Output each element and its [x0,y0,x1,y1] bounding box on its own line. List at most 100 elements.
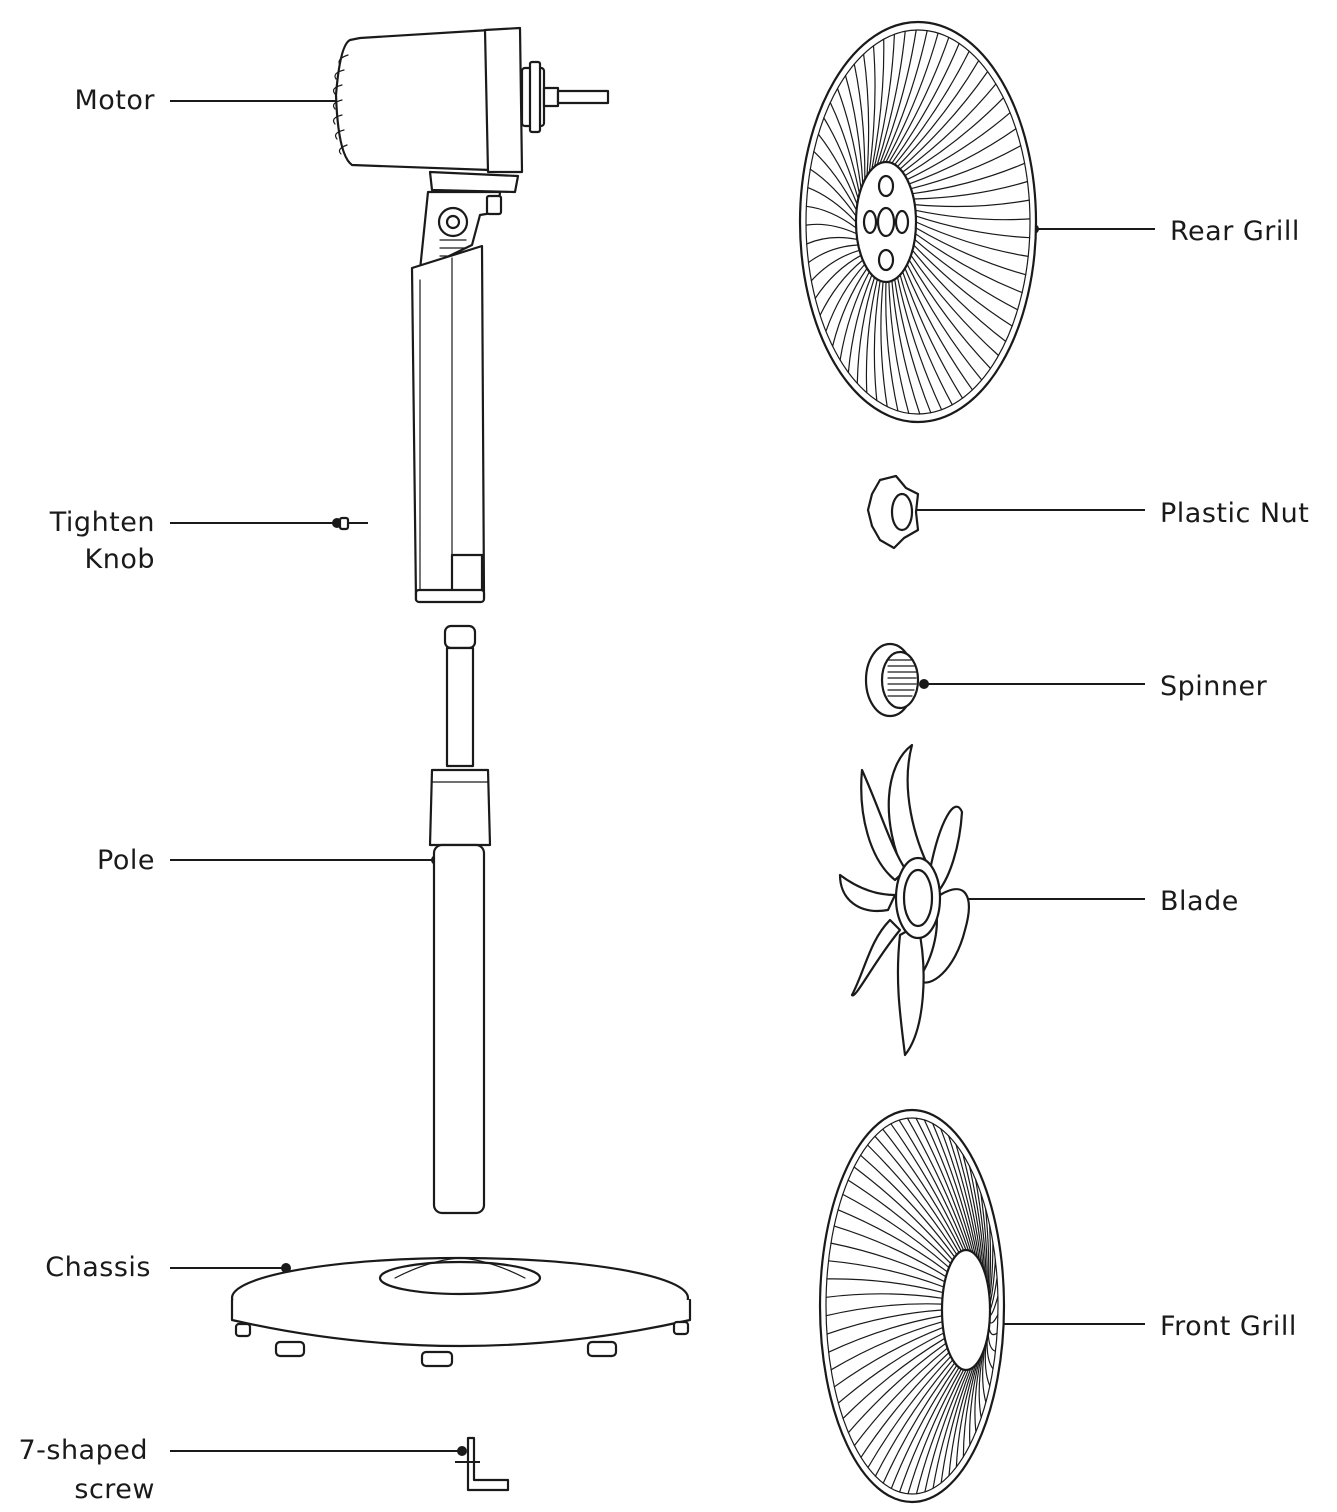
label-motor: Motor [74,85,373,116]
label-blade: Blade [947,886,1238,917]
grill-spoke [910,254,1000,357]
grill-spoke [807,187,857,223]
grill-spoke [915,1369,965,1495]
grill-spoke [865,278,878,394]
grill-spoke [899,1366,960,1493]
grill-spoke [829,102,861,195]
label-7-shaped-screw: 7-shaped screw [18,1435,467,1505]
grill-spoke [906,1117,969,1251]
grill-spoke [915,215,1031,239]
grill-spoke [969,1359,980,1446]
grill-spoke [985,1208,990,1288]
grill-spoke [814,254,862,299]
grill-spoke [871,38,885,170]
grill-spoke [896,60,980,168]
blade-drawing [838,743,970,1057]
chassis-label: Chassis [45,1252,151,1283]
screw-drawing [455,1436,510,1492]
grill-spoke [813,150,858,211]
grill-spoke [863,53,870,177]
grill-spoke [955,1143,982,1265]
grill-spoke [913,244,1013,327]
grill-spoke [876,30,906,166]
grill-spoke [847,274,873,373]
grill-spoke [915,227,1027,276]
label-plastic-nut: Plastic Nut [907,498,1309,529]
label-tighten-knob: Tighten Knob [49,507,342,575]
spinner-label: Spinner [1160,671,1268,702]
grill-spoke [853,63,866,181]
grill-spoke [825,1303,943,1317]
grill-spoke [904,267,973,391]
motor-drawing [332,26,610,272]
grill-spoke [906,112,1011,181]
front-grill-label: Front Grill [1160,1311,1297,1342]
grill-spoke [826,1278,944,1294]
grill-spoke [902,271,964,399]
rear-grill-label: Rear Grill [1170,216,1300,247]
spinner-drawing [864,642,920,718]
grill-spoke [913,180,1029,200]
grill-spoke [932,1122,976,1256]
grill-spoke [819,259,864,316]
grill-spoke [823,117,859,200]
grill-spoke [817,133,858,206]
grill-spoke [826,1309,943,1335]
chassis-leader-dot [281,1263,291,1273]
front-grill-drawing [818,1108,1006,1504]
plastic-nut-label: Plastic Nut [1160,498,1309,529]
grill-spoke [844,75,864,185]
grill-spoke [837,1332,945,1404]
grill-spoke [899,274,953,406]
grill-spoke [888,36,950,163]
grill-spoke [827,1260,945,1288]
grill-spoke [885,281,899,412]
grill-spoke [847,1342,947,1434]
grill-spoke [832,267,868,347]
grill-spoke [898,1119,967,1251]
grill-spoke [856,276,876,384]
grill-spoke [896,276,943,411]
grill-spoke [842,1337,946,1419]
grill-spoke [825,1293,944,1299]
grill-spoke [907,1368,962,1495]
grill-spoke [839,271,870,361]
motor-label: Motor [74,85,155,116]
grill-spoke [880,281,888,408]
screw-label-line2: screw [74,1474,155,1505]
grill-spoke [879,29,917,164]
grill-spoke [908,128,1017,185]
grill-spoke [914,209,1031,221]
grill-spoke [842,1193,950,1269]
grill-spoke [867,1355,952,1469]
grill-spoke [899,71,989,170]
grill-spoke [847,1179,952,1265]
grill-spoke [904,97,1004,177]
grill-spoke [974,1355,982,1433]
grill-spoke [885,32,939,163]
grill-spoke [890,1364,958,1490]
grill-spoke [874,1359,954,1477]
grill-spoke [805,205,857,229]
grill-spoke [868,45,876,173]
upper-column-drawing [410,244,486,604]
grill-spoke [962,1154,984,1269]
grill-spoke [806,236,858,245]
grill-spoke [978,1351,984,1419]
grill-spoke [807,244,859,264]
grill-spoke [980,1193,988,1283]
grill-spoke [908,259,992,369]
grill-spoke [932,1369,969,1489]
grill-spoke [860,1154,956,1258]
grill-spoke [982,1347,987,1403]
grill-spoke [948,1366,974,1477]
spinner-leader-dot [919,679,929,689]
label-chassis: Chassis [45,1252,291,1283]
pole-label: Pole [97,845,155,876]
grill-spoke [969,1165,986,1273]
grill-spoke [891,280,921,415]
grill-spoke [891,42,960,164]
label-rear-grill: Rear Grill [1029,216,1300,247]
grill-spoke [910,145,1022,190]
grill-spoke [962,1362,978,1458]
